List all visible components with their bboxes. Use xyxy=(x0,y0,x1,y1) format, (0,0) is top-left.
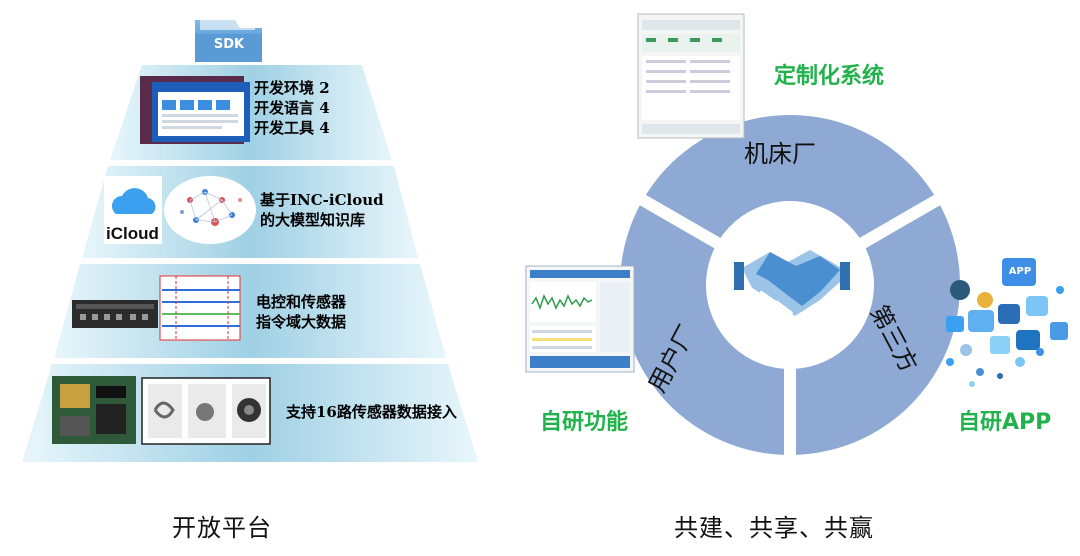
sensor-access-line: 支持16路传感器数据接入 xyxy=(286,403,457,421)
sdk-folder-icon xyxy=(195,14,262,62)
app-cloud-icon xyxy=(946,258,1068,387)
icloud-logo-icon xyxy=(104,176,162,244)
ring-diagram xyxy=(525,13,1068,455)
open-platform-caption: 开放平台 xyxy=(172,514,272,542)
industrial-pc-icon xyxy=(72,300,158,328)
co-build-diagram: APP 机床厂 用户厂 第三方 定制化系统 自研功能 自研APP 共建、共享、共… xyxy=(520,0,1080,556)
pyramid-layer-3 xyxy=(54,264,446,358)
open-platform-pyramid: SDK 开发环境 2 开发语言 4 开发工具 4 iCloud 基于INC-iC… xyxy=(0,0,520,556)
sensor-signal-chart xyxy=(159,275,241,341)
layer2-text: 基于INC-iCloud 的大模型知识库 xyxy=(260,190,410,230)
label-custom-system: 定制化系统 xyxy=(774,64,885,89)
sdk-label: SDK xyxy=(213,37,245,52)
dev-tools-line: 开发工具 4 xyxy=(254,119,330,137)
control-sensor-line1: 电控和传感器 xyxy=(256,293,347,311)
ring-label-machine-tool-maker: 机床厂 xyxy=(744,140,816,168)
co-build-caption: 共建、共享、共赢 xyxy=(674,514,874,542)
self-developed-screenshot xyxy=(525,265,635,373)
icloud-knowledge-line1: 基于INC-iCloud xyxy=(260,191,384,209)
label-self-developed-app: 自研APP xyxy=(958,410,1052,435)
layer3-text: 电控和传感器 指令域大数据 xyxy=(256,292,406,332)
icloud-knowledge-line2: 的大模型知识库 xyxy=(260,211,366,229)
handshake-icon xyxy=(732,230,852,330)
knowledge-network-icon xyxy=(164,176,256,244)
dev-env-line: 开发环境 2 xyxy=(254,79,330,97)
dev-lang-line: 开发语言 4 xyxy=(254,99,330,117)
sensors-panel xyxy=(141,377,271,445)
app-icon-label: APP xyxy=(1008,266,1032,277)
motherboard-icon xyxy=(52,376,136,444)
icloud-label: iCloud xyxy=(106,224,159,243)
custom-system-screenshot xyxy=(637,13,745,139)
dev-environment-screenshot xyxy=(140,76,250,144)
label-self-developed-function: 自研功能 xyxy=(540,410,629,435)
layer4-text: 支持16路传感器数据接入 xyxy=(286,402,476,422)
control-sensor-line2: 指令域大数据 xyxy=(256,313,347,331)
pyramid-layers xyxy=(22,14,478,462)
layer1-text: 开发环境 2 开发语言 4 开发工具 4 xyxy=(254,78,364,138)
